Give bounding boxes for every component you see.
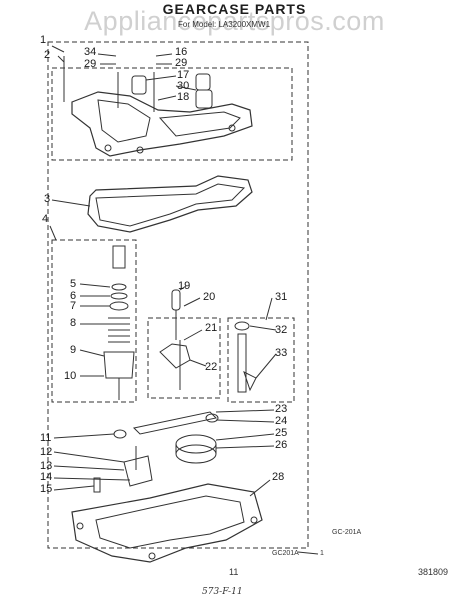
main-gear bbox=[175, 434, 217, 454]
callout-21: 21 bbox=[205, 322, 218, 334]
model-line: For Model: LA3200XMW1 bbox=[178, 20, 271, 29]
shift-fork-group-box bbox=[147, 317, 221, 399]
page-number: 11 bbox=[229, 567, 239, 577]
callout-2: 2 bbox=[44, 49, 51, 61]
callout-19: 19 bbox=[178, 280, 191, 292]
callout-6: 6 bbox=[70, 290, 77, 302]
outer-boundary bbox=[47, 41, 309, 549]
callout-22: 22 bbox=[205, 361, 218, 373]
callout-9: 9 bbox=[70, 344, 77, 356]
callout-11: 11 bbox=[40, 432, 52, 444]
shaft-group-box bbox=[227, 317, 295, 403]
callout-10: 10 bbox=[64, 370, 77, 382]
pinion-group-box bbox=[51, 239, 137, 403]
gasket bbox=[87, 175, 253, 233]
code-gc201a-bottom: GC201A bbox=[272, 550, 299, 557]
callout-17: 17 bbox=[177, 69, 190, 81]
watermark: Appliancepartspros.com bbox=[84, 6, 385, 36]
gearcase-cover bbox=[71, 91, 253, 157]
callout-7: 7 bbox=[70, 300, 77, 312]
callout-30: 30 bbox=[177, 80, 190, 92]
callout-31: 31 bbox=[275, 291, 288, 303]
callout-13: 13 bbox=[40, 460, 53, 472]
callout-3: 3 bbox=[44, 193, 51, 205]
page-title: GEARCASE PARTS bbox=[162, 1, 307, 17]
cover-group-box bbox=[51, 67, 293, 161]
callout-23: 23 bbox=[275, 403, 288, 415]
shift-fork bbox=[159, 343, 191, 369]
code-gc-201a: GC-201A bbox=[332, 529, 362, 536]
callout-25: 25 bbox=[275, 427, 288, 439]
callout-26: 26 bbox=[275, 439, 288, 451]
callout-20: 20 bbox=[203, 291, 216, 303]
callout-12: 12 bbox=[40, 446, 53, 458]
callout-29b: 29 bbox=[175, 57, 188, 69]
callout-24: 24 bbox=[275, 415, 288, 427]
callout-1: 1 bbox=[40, 34, 47, 46]
callout-28: 28 bbox=[272, 471, 285, 483]
callout-4: 4 bbox=[42, 213, 49, 225]
pinion-spring bbox=[112, 245, 126, 269]
code-ref-1: 1 bbox=[320, 550, 324, 557]
callout-5: 5 bbox=[70, 278, 77, 290]
callout-34: 34 bbox=[84, 46, 97, 58]
callout-16: 16 bbox=[175, 46, 188, 58]
callout-33: 33 bbox=[275, 347, 288, 359]
drive-pinion-gear bbox=[103, 351, 135, 379]
callout-14: 14 bbox=[40, 471, 53, 483]
callout-32: 32 bbox=[275, 324, 288, 336]
callout-15: 15 bbox=[40, 483, 53, 495]
part-code: 381809 bbox=[418, 567, 449, 577]
handwritten-note: 573-F-11 bbox=[202, 587, 243, 597]
callout-18: 18 bbox=[177, 91, 190, 103]
callout-29: 29 bbox=[84, 58, 97, 70]
gearcase-base bbox=[71, 483, 263, 563]
callout-8: 8 bbox=[70, 317, 77, 329]
agitator-shaft bbox=[237, 333, 247, 393]
